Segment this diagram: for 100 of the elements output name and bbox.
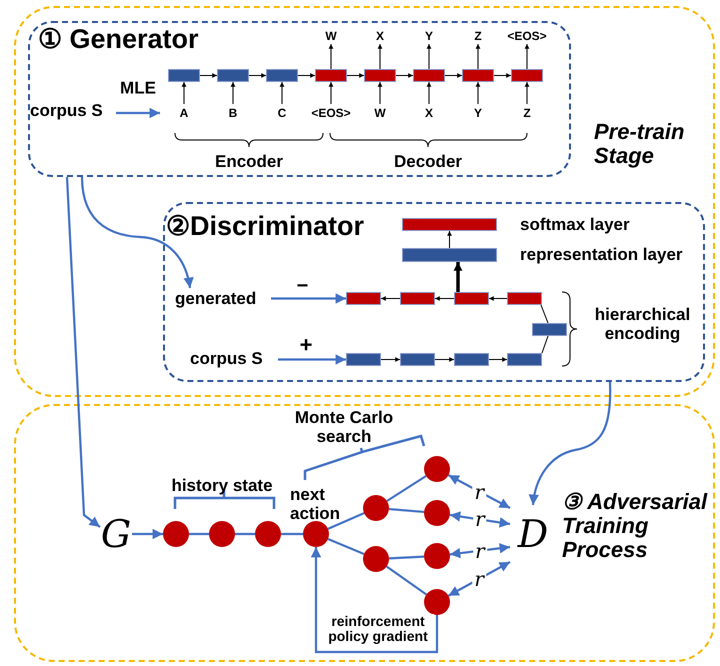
sequence-cell — [346, 292, 381, 305]
lstm-cell — [413, 69, 445, 82]
input-label: corpus S — [190, 348, 278, 370]
token-label: A — [160, 104, 208, 122]
sequence-cell — [400, 353, 435, 366]
arrow — [280, 82, 284, 104]
double-arrow — [450, 543, 510, 558]
arrow — [488, 296, 508, 301]
diagram-label: Encoder — [214, 153, 284, 172]
state-circle — [424, 543, 450, 569]
stage-panel — [14, 6, 715, 397]
state-circle — [255, 521, 281, 547]
arrow — [328, 44, 334, 70]
connector-line — [328, 512, 364, 530]
connector-line — [542, 336, 548, 354]
math-symbol: D — [510, 505, 556, 563]
diagram-label: Decoder — [392, 153, 464, 172]
sequence-cell — [507, 353, 542, 366]
input-label: corpus S — [30, 100, 116, 122]
arrow — [434, 357, 454, 362]
state-circle — [424, 500, 450, 526]
arrow — [328, 82, 334, 104]
arrow — [444, 73, 462, 78]
panel-title: Pre-train Stage — [594, 120, 686, 168]
sequence-cell — [400, 292, 435, 305]
token-label: Z — [454, 28, 502, 44]
lstm-cell — [462, 69, 494, 82]
arrow — [524, 82, 530, 104]
arrow — [346, 73, 364, 78]
lstm-cell — [315, 69, 347, 82]
node-caption: softmax layer — [520, 216, 630, 235]
arrow — [80, 176, 194, 288]
connector-line — [189, 532, 209, 536]
connector-line — [328, 538, 364, 556]
input-label: generated — [175, 288, 271, 310]
token-label: Z — [503, 104, 551, 122]
arrow — [378, 82, 382, 104]
double-arrow — [448, 474, 511, 509]
arrow — [524, 44, 530, 70]
arrow — [396, 73, 414, 78]
panel-title: ① Generator — [38, 25, 200, 55]
arrow — [66, 176, 101, 528]
token-label: B — [209, 104, 257, 122]
token-label: X — [356, 28, 404, 44]
arrow — [271, 293, 346, 304]
arrow — [426, 82, 432, 104]
arrow — [476, 82, 480, 104]
arrow — [278, 354, 346, 365]
connector-line — [281, 532, 303, 536]
diagram-label: Monte Carlo search — [294, 409, 394, 446]
arrow — [488, 357, 508, 362]
arrow — [298, 73, 316, 78]
diagram-label: hierarchical encoding — [594, 306, 692, 344]
panel-title: ②Discriminator — [166, 212, 366, 242]
arrow — [494, 73, 512, 78]
token-label: <EOS> — [307, 104, 355, 122]
representation-layer-bar — [402, 248, 497, 262]
softmax-layer-bar — [402, 218, 497, 231]
connector-line — [540, 304, 548, 324]
arrow — [447, 230, 452, 248]
token-label: <EOS> — [503, 28, 551, 44]
sequence-cell — [507, 292, 542, 305]
arrow — [380, 357, 400, 362]
token-label: Y — [454, 104, 502, 122]
connector-line — [388, 508, 424, 514]
state-circle — [303, 521, 329, 547]
lstm-cell — [364, 69, 396, 82]
state-circle — [363, 495, 389, 521]
math-symbol: G — [100, 512, 132, 556]
arrow — [116, 108, 160, 118]
diagram-label: history state — [170, 477, 274, 496]
token-label: X — [405, 104, 453, 122]
state-circle — [424, 589, 450, 615]
state-circle — [163, 521, 189, 547]
arrow — [132, 528, 163, 540]
node-caption: next action — [290, 486, 342, 524]
arrow — [200, 73, 218, 78]
module-panel — [28, 21, 571, 177]
arrow — [380, 296, 400, 301]
sequence-cell — [454, 353, 489, 366]
sequence-cell — [454, 292, 489, 305]
lstm-cell — [511, 69, 543, 82]
token-label: W — [356, 104, 404, 122]
lstm-cell — [217, 69, 249, 82]
token-label: Y — [405, 28, 453, 44]
double-arrow — [448, 561, 511, 597]
arrow — [248, 73, 266, 78]
token-label: C — [258, 104, 306, 122]
arrow — [434, 296, 454, 301]
encoding-cell — [532, 323, 567, 336]
token-label: W — [307, 28, 355, 44]
lstm-cell — [266, 69, 298, 82]
connector-line — [235, 532, 255, 536]
state-circle — [424, 456, 450, 482]
module-panel — [163, 202, 705, 382]
arrow — [454, 262, 462, 292]
arrow — [529, 382, 612, 506]
arrow — [378, 44, 382, 70]
arrow — [426, 44, 432, 70]
arrow — [182, 82, 186, 104]
